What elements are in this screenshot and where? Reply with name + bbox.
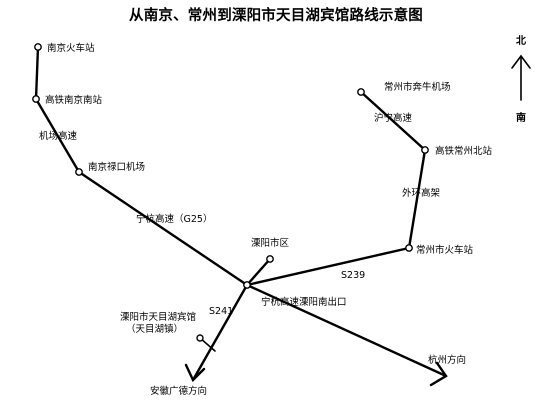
label-nanjing-south: 高铁南京南站 [45,94,103,106]
node-changzhou-north [421,146,429,154]
label-s239: S239 [341,270,365,281]
label-hotel-town: （天目湖镇） [126,323,183,335]
label-changzhou-station: 常州市火车站 [416,244,474,256]
node-lukou-airport [75,168,83,176]
s239-road [245,246,411,287]
node-liyang-city [266,255,274,263]
label-changzhou-north: 高铁常州北站 [435,145,493,157]
label-ninghang-exit: 宁杭高速溧阳南出口 [261,296,347,308]
label-outer-ring: 外环高架 [402,187,441,199]
label-ninghang-g25: 宁杭高速（G25） [136,213,212,225]
node-hotel [196,334,204,342]
label-changzhou-airport: 常州市奔牛机场 [384,81,451,93]
label-hu-ning-expressway: 沪宁高速 [374,112,413,124]
hangzhou-road [245,283,448,378]
node-changzhou-airport [357,88,365,96]
liyang-city-branch [245,257,272,287]
label-hotel: 溧阳市天目湖宾馆 [120,311,196,323]
north-arrow [511,54,531,101]
label-s241: S241 [209,306,233,317]
label-nanjing-station: 南京火车站 [47,42,95,54]
ninghang-g25-road [77,170,249,287]
label-liyang-city: 溧阳市区 [251,237,290,249]
label-airport-expressway: 机场高速 [39,130,78,142]
hangzhou-direction-arrowhead [429,361,448,387]
label-hangzhou: 杭州方向 [428,354,466,366]
airport-expressway-road [34,97,81,174]
anhui-direction-arrowhead [184,363,206,383]
south-label: 南 [516,111,526,124]
label-lukou-airport: 南京禄口机场 [88,161,145,173]
node-changzhou-station [405,244,413,252]
node-ninghang-exit [243,281,251,289]
outer-ring-road [407,148,427,250]
north-label: 北 [516,34,526,47]
node-nanjing-station [34,43,42,51]
node-nanjing-south [32,95,40,103]
label-anhui-guangde: 安徽广德方向 [150,385,207,397]
map-title: 从南京、常州到溧阳市天目湖宾馆路线示意图 [129,6,423,24]
s241-road [191,283,249,382]
hu-ning-expressway-road [359,90,427,152]
road-nanjing-station-to-south [34,45,40,101]
